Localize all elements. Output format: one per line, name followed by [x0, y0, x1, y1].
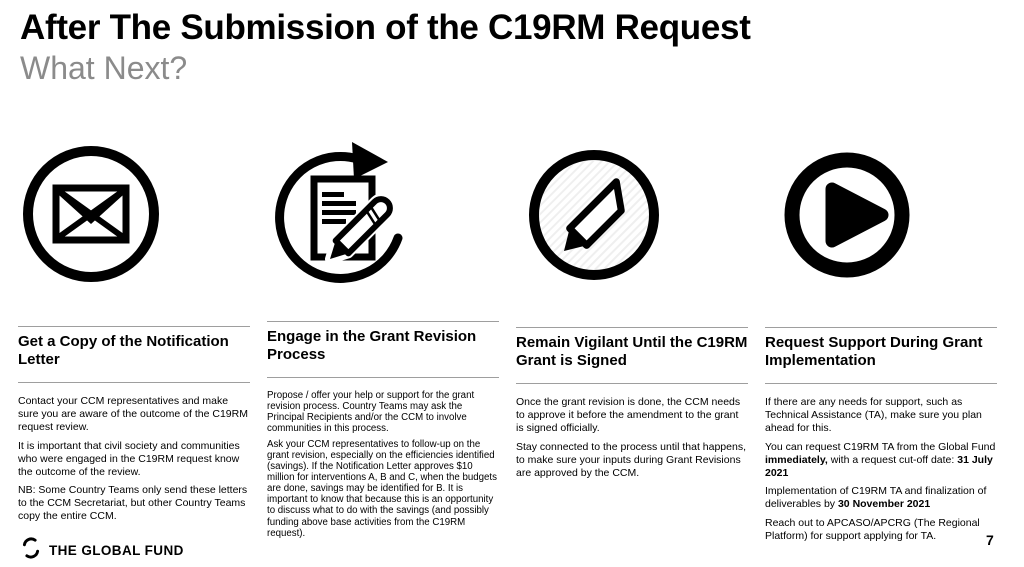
page-number: 7 — [986, 532, 994, 548]
paragraph: Reach out to APCASO/APCRG (The Regional … — [765, 517, 980, 543]
pencil-circle-icon — [516, 144, 748, 327]
paragraph: Contact your CCM representatives and mak… — [18, 395, 248, 433]
column-request-support: Request Support During Grant Implementat… — [765, 141, 997, 549]
envelope-circle-icon — [18, 143, 250, 326]
column-body: Propose / offer your help or support for… — [267, 378, 499, 539]
column-heading: Remain Vigilant Until the C19RM Grant is… — [516, 334, 748, 369]
column-heading: Engage in the Grant Revision Process — [267, 328, 477, 363]
column-heading-block: Remain Vigilant Until the C19RM Grant is… — [516, 327, 748, 384]
columns-grid: Get a Copy of the Notification Letter Co… — [18, 141, 997, 549]
column-body: Once the grant revision is done, the CCM… — [516, 384, 748, 479]
column-heading: Request Support During Grant Implementat… — [765, 334, 983, 369]
column-heading-block: Get a Copy of the Notification Letter — [18, 326, 250, 383]
column-notification-letter: Get a Copy of the Notification Letter Co… — [18, 141, 250, 549]
paragraph: Stay connected to the process until that… — [516, 440, 746, 479]
paragraph: You can request C19RM TA from the Global… — [765, 440, 996, 479]
paragraph: If there are any needs for support, such… — [765, 396, 982, 434]
paragraph: Propose / offer your help or support for… — [267, 390, 475, 435]
slide-subtitle: What Next? — [20, 50, 188, 86]
paragraph: NB: Some Country Teams only send these l… — [18, 484, 248, 523]
paragraph: It is important that civil society and c… — [18, 439, 240, 478]
global-fund-swirl-icon — [20, 537, 42, 564]
column-heading-block: Engage in the Grant Revision Process — [267, 321, 499, 378]
global-fund-logo: THE GLOBAL FUND — [20, 537, 184, 564]
column-heading-block: Request Support During Grant Implementat… — [765, 327, 997, 384]
column-remain-vigilant: Remain Vigilant Until the C19RM Grant is… — [516, 141, 748, 549]
column-heading: Get a Copy of the Notification Letter — [18, 333, 229, 368]
grant-revision-document-pencil-icon — [267, 138, 499, 321]
column-body: Contact your CCM representatives and mak… — [18, 383, 250, 523]
paragraph: Once the grant revision is done, the CCM… — [516, 396, 741, 434]
global-fund-logo-text: THE GLOBAL FUND — [49, 543, 184, 558]
paragraph: Implementation of C19RM TA and finalizat… — [765, 485, 987, 511]
column-grant-revision: Engage in the Grant Revision Process Pro… — [267, 141, 499, 549]
slide-title: After The Submission of the C19RM Reques… — [20, 8, 751, 47]
play-circle-icon — [765, 144, 997, 327]
column-body: If there are any needs for support, such… — [765, 384, 997, 543]
paragraph: Ask your CCM representatives to follow-u… — [267, 439, 497, 539]
